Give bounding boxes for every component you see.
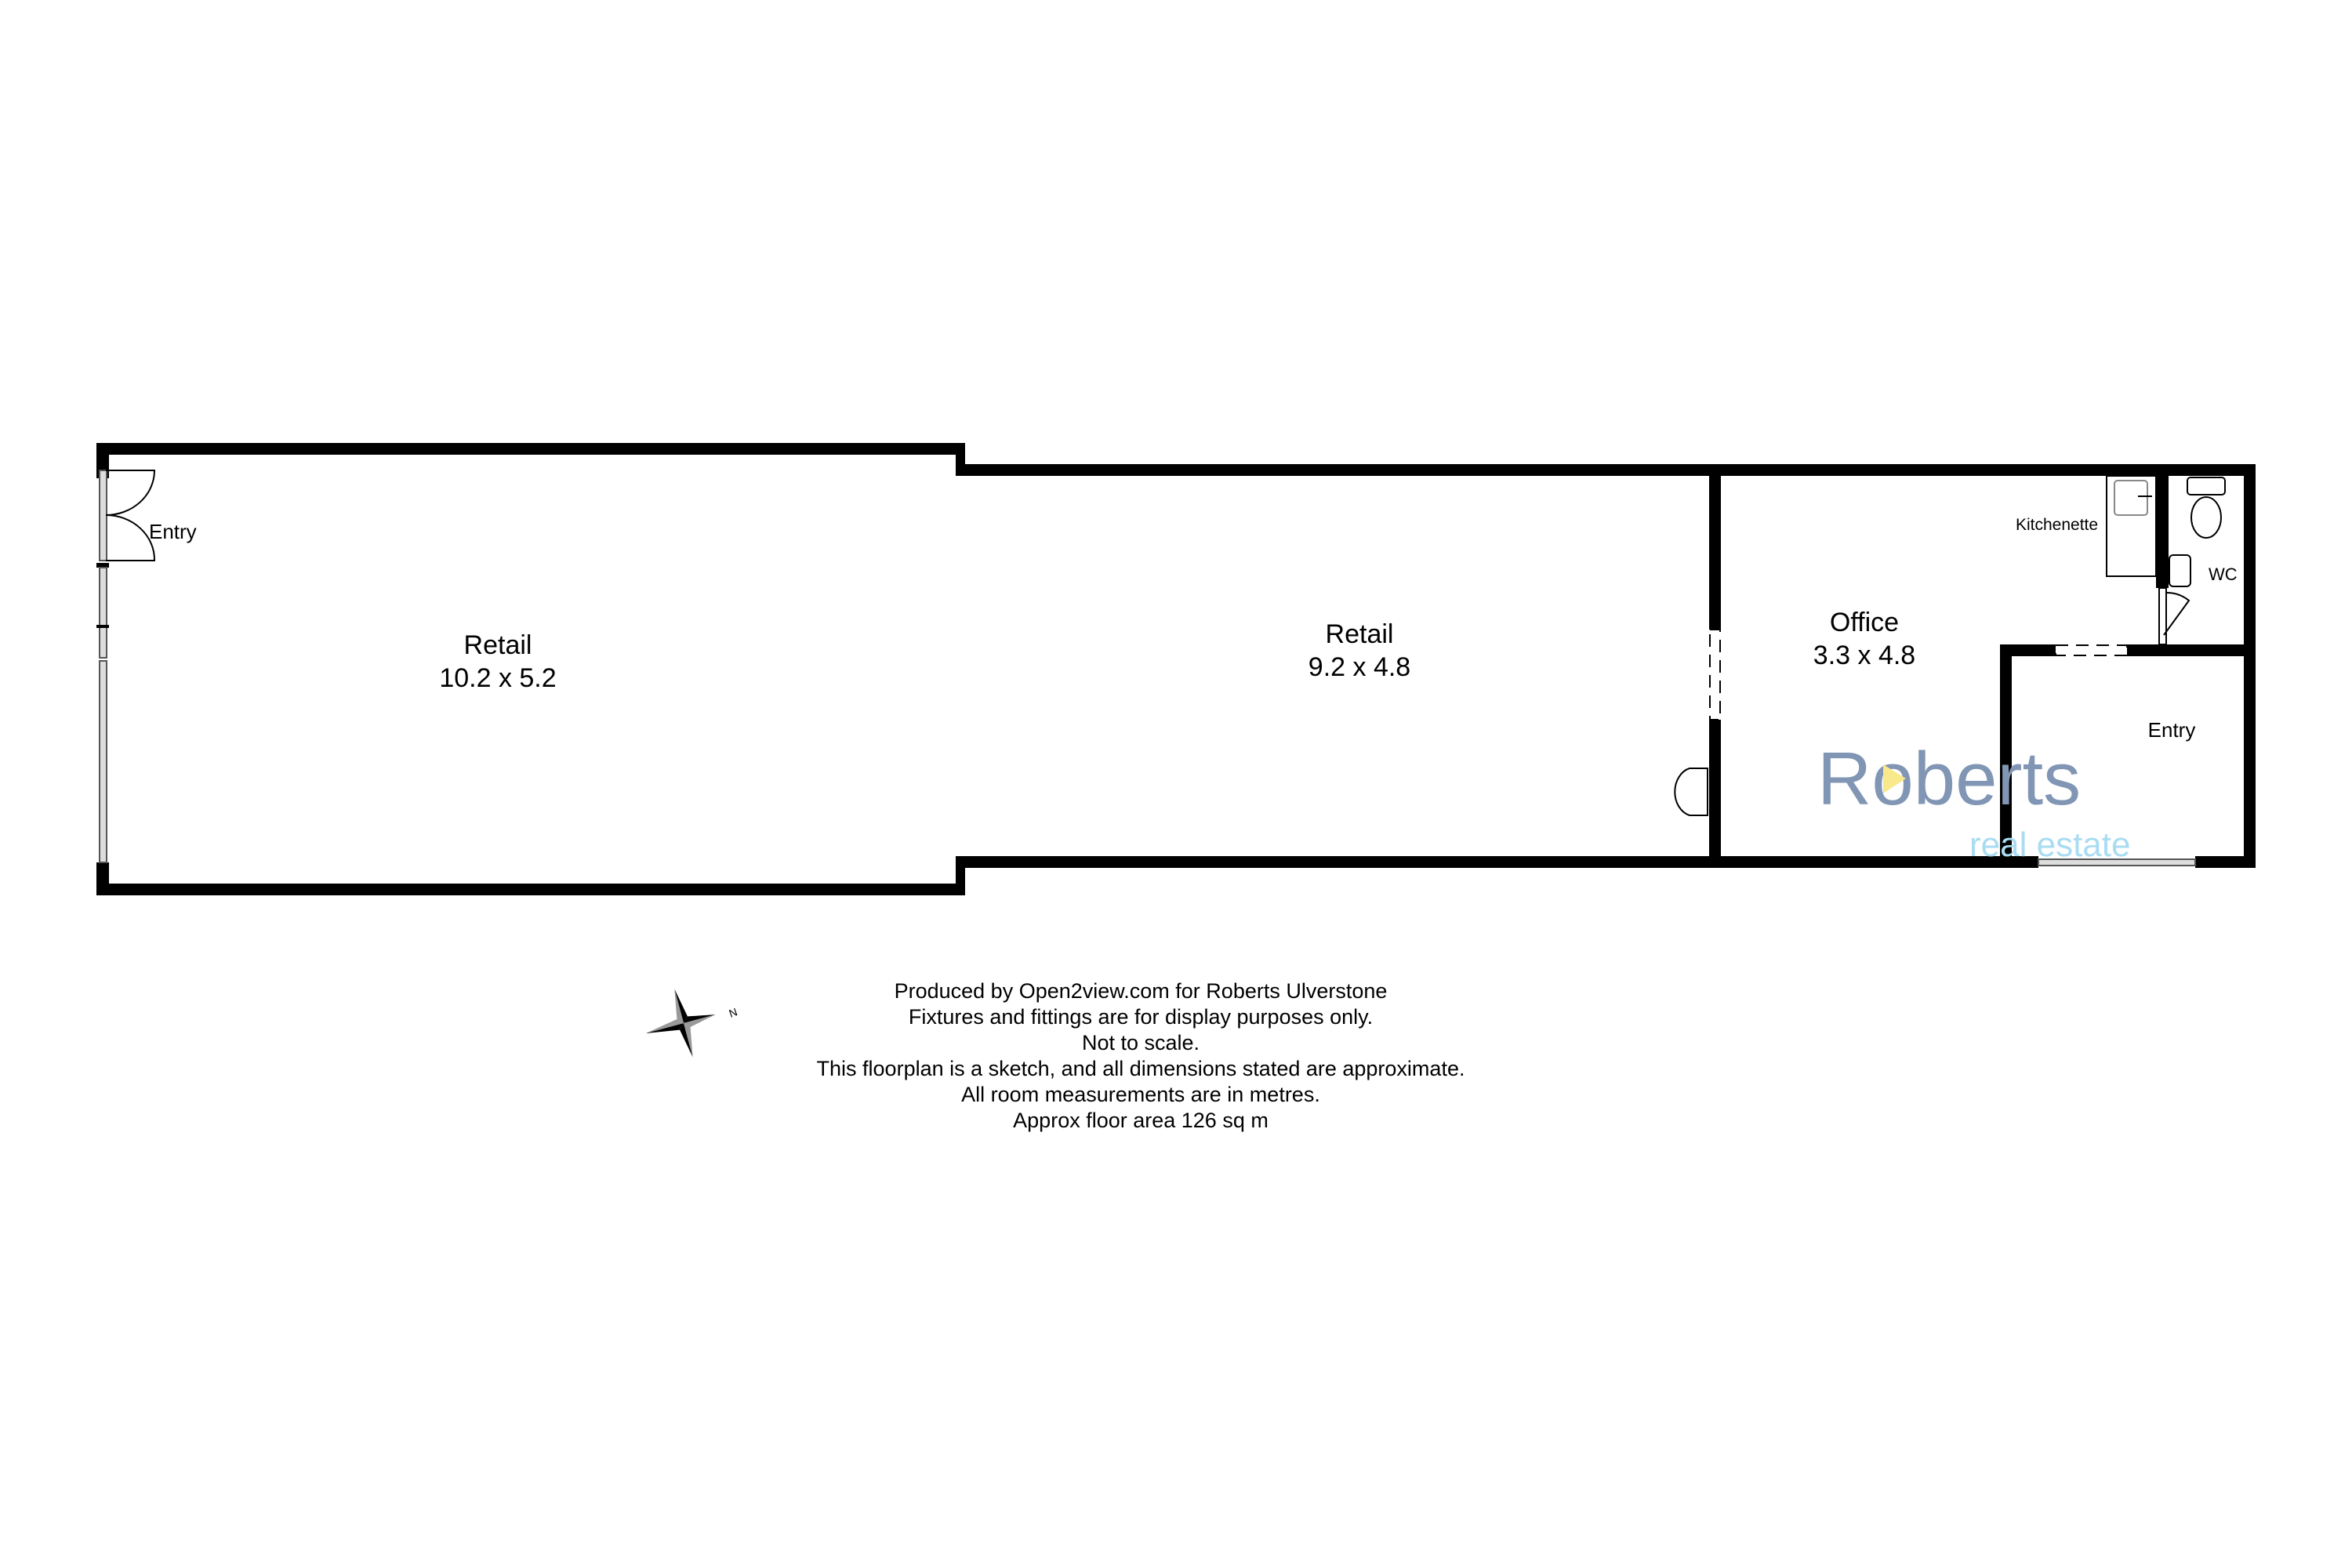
wc-basin-icon [2169,554,2191,587]
room-name-entry-front: Entry [149,520,197,543]
logo-brand: Roberts [1817,737,2081,821]
room-dims-retail-rear: 9.2 x 4.8 [1308,652,1410,682]
room-dims-retail-front: 10.2 x 5.2 [439,663,556,693]
walls [96,443,2256,895]
note-line: All room measurements are in metres. [961,1083,1320,1106]
disclaimer-notes: Produced by Open2view.com for Roberts Ul… [817,979,1465,1132]
room-name-entry-rear: Entry [2148,718,2196,742]
room-dims-office: 3.3 x 4.8 [1813,641,1915,670]
retail-basin-icon [1674,768,1708,816]
note-line: This floorplan is a sketch, and all dime… [817,1057,1465,1080]
compass-icon [645,989,716,1058]
note-line: Produced by Open2view.com for Roberts Ul… [895,979,1388,1003]
roberts-logo: Roberts real estate [1817,737,2130,864]
note-line: Approx floor area 126 sq m [1013,1109,1269,1132]
logo-tagline: real estate [1969,826,2130,864]
kitchenette-counter [2106,475,2157,577]
room-name-retail-front: Retail [464,630,532,660]
room-name-retail-rear: Retail [1326,619,1394,649]
front-entry-door [96,470,156,863]
note-line: Not to scale. [1082,1031,1200,1054]
room-name-office: Office [1830,608,1899,637]
openings [1709,629,2128,720]
wc-door [2158,587,2190,645]
room-name-kitchenette: Kitchenette [2016,516,2098,534]
compass-north-label: N [728,1005,739,1019]
play-icon [1883,764,1906,793]
rear-window [2038,858,2196,866]
note-line: Fixtures and fittings are for display pu… [909,1005,1373,1029]
room-name-wc: WC [2209,564,2238,584]
toilet-icon [2187,477,2226,539]
